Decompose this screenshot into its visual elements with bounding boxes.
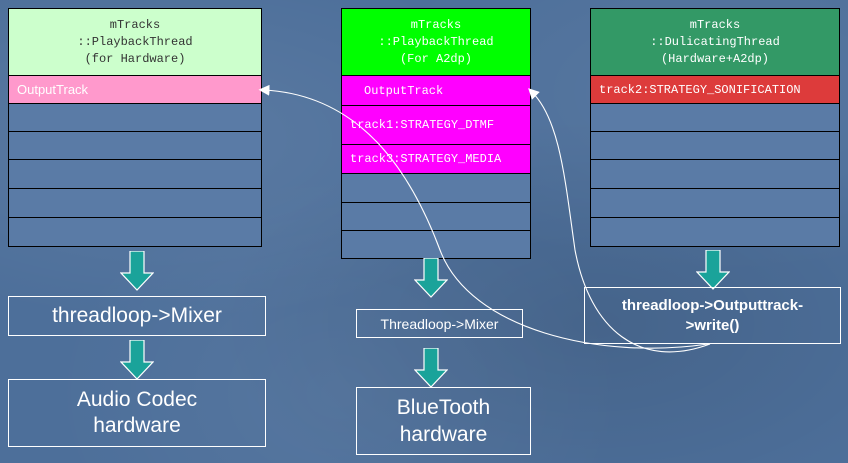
table-row	[342, 231, 530, 258]
header-line: (For A2dp)	[399, 51, 472, 66]
down-arrow-icon	[414, 348, 448, 388]
box-label: hardware	[399, 423, 488, 446]
audio-codec-hardware-box: Audio Codec hardware	[8, 379, 266, 447]
hardware-thread-table: mTracks ::PlaybackThread (for Hardware) …	[8, 8, 262, 247]
table-row	[9, 218, 261, 246]
table-header: mTracks ::PlaybackThread (For A2dp)	[342, 9, 530, 76]
table-row	[591, 160, 839, 189]
table-row	[9, 104, 261, 132]
header-line: ::PlaybackThread	[77, 34, 193, 49]
down-arrow-icon	[120, 340, 154, 380]
mid-mixer-box: Threadloop->Mixer	[356, 309, 523, 338]
header-line: mTracks	[410, 17, 462, 32]
table-row	[342, 174, 530, 203]
box-label: >write()	[685, 316, 740, 334]
table-row	[591, 189, 839, 218]
box-label: Audio Codec	[76, 388, 198, 411]
down-arrow-icon	[414, 258, 448, 298]
header-line: mTracks	[689, 17, 741, 32]
table-row-output-track: OutputTrack	[342, 76, 530, 106]
table-row	[342, 203, 530, 231]
box-label: Threadloop->Mixer	[380, 315, 499, 332]
duplicating-thread-table: mTracks ::DulicatingThread (Hardware+A2d…	[590, 8, 840, 247]
table-row-output-track: OutputTrack	[9, 76, 261, 104]
table-row	[9, 132, 261, 160]
header-line: mTracks	[109, 17, 161, 32]
table-header: mTracks ::DulicatingThread (Hardware+A2d…	[591, 9, 839, 76]
box-label: hardware	[93, 414, 181, 437]
table-header: mTracks ::PlaybackThread (for Hardware)	[9, 9, 261, 76]
header-line: ::PlaybackThread	[378, 34, 494, 49]
table-row	[591, 218, 839, 246]
table-row-track3: track3:STRATEGY_MEDIA	[342, 145, 530, 174]
box-label: threadloop->Outputtrack-	[621, 296, 804, 314]
table-row-track2: track2:STRATEGY_SONIFICATION	[591, 76, 839, 104]
table-row	[9, 189, 261, 218]
box-label: BlueTooth	[396, 396, 491, 419]
outputtrack-write-box: threadloop->Outputtrack- >write()	[584, 287, 841, 344]
header-line: (Hardware+A2dp)	[660, 51, 770, 66]
table-row	[591, 132, 839, 160]
a2dp-thread-table: mTracks ::PlaybackThread (For A2dp) Outp…	[341, 8, 531, 259]
table-row	[591, 104, 839, 132]
table-row-track1: track1:STRATEGY_DTMF	[342, 106, 530, 145]
header-line: ::DulicatingThread	[650, 34, 780, 49]
down-arrow-icon	[120, 251, 154, 291]
bluetooth-hardware-box: BlueTooth hardware	[356, 387, 531, 455]
left-mixer-box: threadloop->Mixer	[8, 296, 266, 336]
header-line: (for Hardware)	[84, 51, 186, 66]
table-row	[9, 160, 261, 189]
down-arrow-icon	[696, 250, 730, 290]
box-label: threadloop->Mixer	[52, 304, 222, 327]
